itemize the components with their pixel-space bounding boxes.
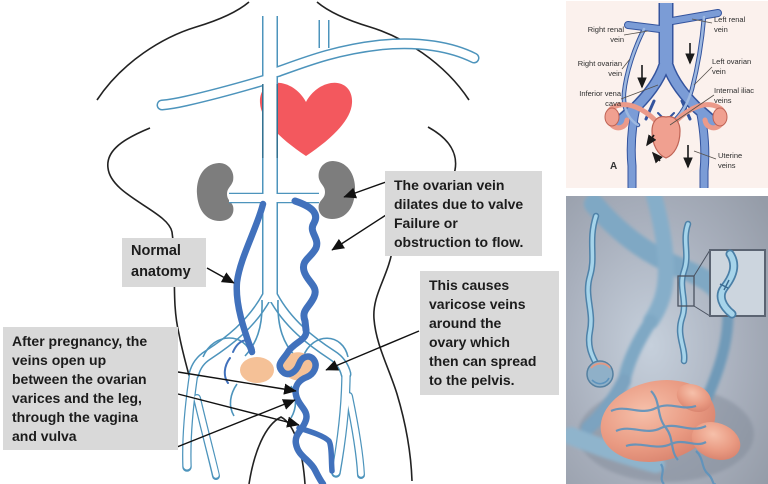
vein-outlines-inner bbox=[158, 14, 478, 478]
annotation-varicose-veins-spread: This causes varicose veins around the ov… bbox=[420, 271, 559, 395]
annotation-normal-anatomy: Normal anatomy bbox=[122, 238, 206, 287]
torso-anatomy-illustration bbox=[96, 1, 480, 484]
kidney-right bbox=[318, 161, 356, 219]
panel-b-pelvic-varices-illustration bbox=[566, 196, 768, 484]
panel-a-vessels-core bbox=[613, 3, 721, 188]
annotation-arrows bbox=[176, 181, 420, 448]
left-ovarian-vein-dilated bbox=[291, 197, 321, 334]
arrow-varicose bbox=[325, 330, 420, 371]
kidney-left bbox=[196, 163, 234, 221]
panel-a-leader-lines bbox=[620, 18, 717, 160]
label-right-renal-vein: Right renal vein bbox=[587, 25, 624, 44]
annotation-ovarian-vein-dilates: The ovarian vein dilates due to valve Fa… bbox=[385, 171, 542, 256]
panel-b-drawing bbox=[566, 196, 768, 484]
arrow-pregnancy-2 bbox=[177, 393, 300, 428]
arrow-pregnancy-3 bbox=[176, 399, 296, 448]
panel-b-ovary bbox=[586, 360, 614, 388]
vena-cava-over-heart bbox=[262, 84, 278, 158]
panel-b-valve-inset bbox=[677, 249, 766, 319]
ovarian-veins bbox=[223, 197, 321, 384]
label-uterine-veins: Uterine veins bbox=[718, 151, 743, 170]
heart-shape bbox=[259, 82, 353, 156]
panel-a-flow-arrows bbox=[637, 43, 695, 169]
pelvic-varices bbox=[276, 326, 335, 484]
label-internal-iliac-veins: Internal iliac veins bbox=[714, 86, 755, 105]
valve-leaflets bbox=[719, 279, 730, 291]
right-ovarian-vein-normal bbox=[233, 200, 267, 356]
ovary-left bbox=[240, 357, 274, 383]
panel-b-varicose-veins bbox=[584, 212, 692, 372]
inset-source-box bbox=[677, 275, 695, 307]
panel-b-uterus bbox=[600, 380, 741, 484]
label-left-ovarian-vein: Left ovarian vein bbox=[712, 57, 752, 76]
arrow-pregnancy-1 bbox=[177, 371, 297, 395]
pelvic-vein-loops bbox=[202, 299, 349, 419]
torso-outline bbox=[96, 1, 470, 484]
label-inferior-vena-cava: Inferior vena cava bbox=[579, 89, 621, 108]
kidneys bbox=[196, 161, 356, 221]
arrow-dilate-lower bbox=[331, 214, 387, 251]
arrow-dilate-upper bbox=[343, 181, 387, 199]
panel-a-labeled-vein-diagram: Right renal vein Left renal vein Right o… bbox=[566, 1, 768, 188]
label-right-ovarian-vein: Right ovarian vein bbox=[577, 59, 622, 78]
panel-a-uterus bbox=[604, 102, 728, 159]
annotation-after-pregnancy: After pregnancy, the veins open up betwe… bbox=[3, 327, 178, 450]
label-left-renal-vein: Left renal vein bbox=[714, 15, 746, 34]
arrow-normal-anatomy bbox=[206, 267, 235, 284]
panel-a-letter: A bbox=[610, 161, 618, 172]
panel-a-drawing bbox=[604, 3, 728, 188]
